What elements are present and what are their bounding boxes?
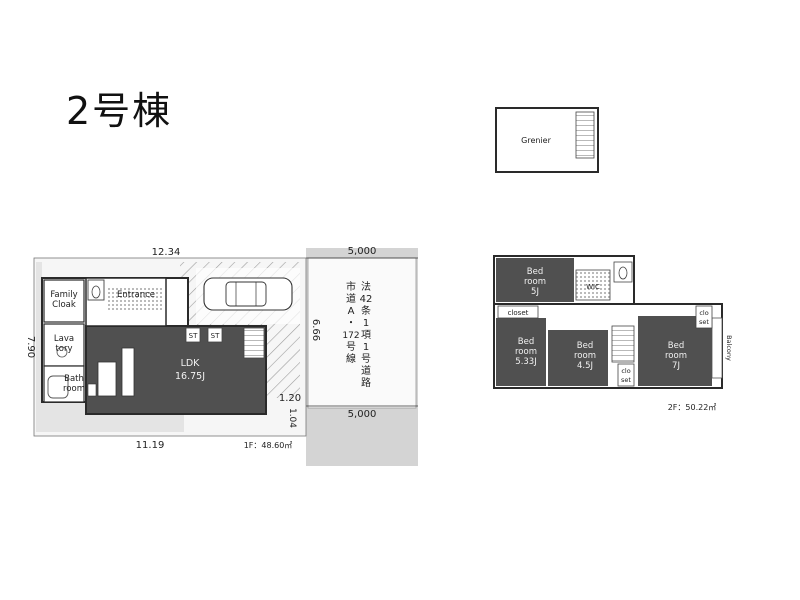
closet-label: closet: [508, 309, 529, 317]
bed-top-label-1: Bed: [527, 267, 543, 277]
road-col1-4: 項: [361, 329, 371, 341]
floor1-plan: Family Cloak Entrance Lava tory Bath roo…: [25, 247, 321, 451]
family-cloak-label-2: Cloak: [52, 300, 76, 310]
road-label-panel: [307, 257, 417, 409]
bedroom-middle: [548, 330, 608, 386]
dim-right-lower: 1.04: [287, 408, 297, 428]
road-col1-1: 42: [360, 294, 373, 305]
bed-mid-label-1: Bed: [577, 341, 593, 351]
wic-box: [575, 269, 611, 301]
bed-left-label-1: Bed: [518, 337, 534, 347]
ldk-size: 16.75J: [175, 371, 205, 382]
grenier-plan: Grenier: [495, 107, 599, 173]
garden-left: [36, 262, 42, 402]
bed-left-label-2: room: [515, 347, 537, 357]
bathtub-icon: [47, 375, 69, 399]
clo-set-top-box: [695, 305, 713, 329]
clo-set-top-label-2: set: [699, 318, 709, 326]
floor2-stairs: [611, 325, 635, 363]
road-col2-4: 172: [342, 331, 359, 341]
road-col1-0: 法: [361, 280, 371, 293]
bath-label-1: Bath: [64, 374, 84, 384]
bedroom-left: [496, 318, 546, 386]
bath-label-2: room: [63, 384, 85, 394]
dim-top: 12.34: [152, 247, 181, 258]
road-col2-1: 道: [346, 292, 356, 305]
family-cloak-room: [43, 279, 85, 323]
st-label-1: ST: [189, 332, 198, 340]
dim-right-upper: 6.66: [310, 319, 321, 341]
road-col1-2: 条: [361, 304, 371, 317]
floor2-area: 2F：50.22㎡: [668, 403, 717, 412]
refrigerator: [87, 383, 97, 397]
sink-icon: [56, 346, 68, 358]
dim-bottom: 11.19: [136, 440, 165, 451]
bed-top-label-2: room: [524, 277, 546, 287]
bed-mid-label-3: 4.5J: [577, 361, 593, 371]
ldk-label: LDK: [181, 358, 201, 369]
lavatory-label-2: tory: [55, 344, 72, 354]
dim-left: 7.90: [25, 336, 36, 358]
building-title: 2号棟: [66, 89, 173, 133]
floor1-area: 1F：48.60㎡: [244, 441, 293, 450]
clo-set-mid-label-2: set: [621, 376, 631, 384]
car-icon: [203, 277, 293, 311]
road-col1-6: 号: [361, 353, 371, 365]
road-col1-3: 1: [363, 318, 369, 329]
storage-2: [207, 327, 223, 343]
road-col2-5: 号: [346, 341, 356, 353]
bed-top-label-3: 5J: [531, 287, 539, 297]
lavatory-room: [43, 323, 85, 367]
toilet-icon: [91, 285, 101, 299]
wic-label: WIC: [586, 283, 600, 291]
toilet-room: [87, 279, 105, 301]
road-area: 5,000 5,000 法 42 条 1 項 1 号 道 路 市 道 A ・ 1…: [306, 246, 418, 466]
clo-set-mid-box: [617, 363, 635, 387]
floor2-plan: Bed room 5J Bed room 5.33J Bed room 4.5J…: [493, 255, 733, 412]
toilet-room-2f: [613, 261, 633, 283]
toilet-icon-2f: [618, 266, 628, 280]
clo-set-top-label-1: clo: [699, 309, 708, 317]
bed-right-label-3: 7J: [672, 361, 680, 371]
bath-room: [43, 365, 85, 403]
kitchen-counter: [97, 361, 117, 397]
entrance-label: Entrance: [117, 290, 155, 300]
floor1-stairs: [243, 327, 265, 359]
road-width-top: 5,000: [348, 246, 377, 257]
road-col1-5: 1: [363, 342, 369, 353]
bed-right-label-1: Bed: [668, 341, 684, 351]
road-legal-text: 法 42 条 1 項 1 号 道 路 市 道 A ・ 172 号 線: [342, 280, 372, 389]
road-col1-8: 路: [361, 376, 371, 389]
clo-set-mid-label-1: clo: [621, 367, 630, 375]
road-col1-7: 道: [361, 364, 371, 377]
balcony: [711, 317, 723, 379]
dim-step: 1.20: [279, 393, 301, 404]
road-col2-6: 線: [346, 352, 356, 365]
lavatory-label-1: Lava: [54, 334, 74, 344]
bed-right-label-2: room: [665, 351, 687, 361]
road-col2-0: 市: [346, 280, 356, 293]
road-col2-3: ・: [346, 318, 356, 329]
balcony-label: Balcony: [725, 335, 733, 361]
st-label-2: ST: [211, 332, 220, 340]
grenier-label: Grenier: [521, 136, 551, 145]
grenier-stairs: [575, 111, 595, 159]
kitchen-island: [121, 347, 135, 397]
storage-1: [185, 327, 201, 343]
bedroom-top: [496, 258, 574, 302]
road-col2-2: A: [348, 306, 355, 317]
bed-left-label-3: 5.33J: [515, 357, 536, 367]
family-cloak-label-1: Family: [50, 290, 77, 300]
bed-mid-label-2: room: [574, 351, 596, 361]
road-width-bottom: 5,000: [348, 409, 377, 420]
closet-box: [497, 305, 539, 319]
entrance-floor: [108, 288, 162, 310]
